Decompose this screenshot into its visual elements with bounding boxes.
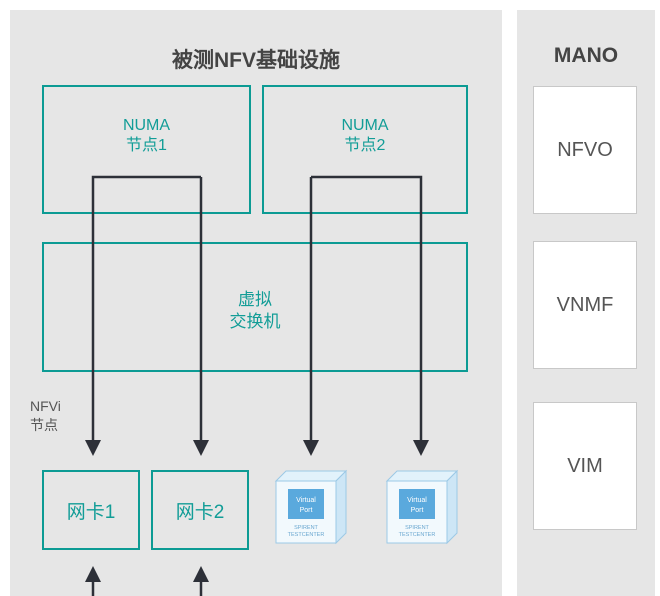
virtual-switch-label-line2: 交换机 xyxy=(229,312,281,331)
infrastructure-title: 被测NFV基础设施 xyxy=(172,49,340,72)
arrow-down-nic2 xyxy=(193,440,209,456)
numa-node-2-label-line2: 节点2 xyxy=(344,137,386,154)
arrow-down-nic1 xyxy=(85,440,101,456)
virtual-port-1: Virtual Port SPIRENT TESTCENTER xyxy=(274,469,348,545)
nic-2: 网卡2 xyxy=(151,470,249,550)
virtual-port-2: Virtual Port SPIRENT TESTCENTER xyxy=(385,469,459,545)
port-label-line1: Virtual xyxy=(296,497,316,504)
arrow-down-port2 xyxy=(413,440,429,456)
port-label-line2: Port xyxy=(300,507,313,514)
nfvi-label-line2: 节点 xyxy=(30,417,58,433)
numa-node-2: NUMA 节点2 xyxy=(262,85,468,214)
numa-node-1: NUMA 节点1 xyxy=(42,85,251,214)
port-brand-line1: SPIRENT xyxy=(405,525,429,531)
arrow-down-port1 xyxy=(303,440,319,456)
vim-box: VIM xyxy=(533,402,637,530)
virtual-switch-label-line1: 虚拟 xyxy=(238,290,272,309)
port-brand-line2: TESTCENTER xyxy=(399,532,436,538)
nfvi-node-label: NFVi 节点 xyxy=(30,397,61,435)
port-brand-line1: SPIRENT xyxy=(294,525,318,531)
port-screen xyxy=(288,489,324,519)
port-brand-line2: TESTCENTER xyxy=(288,532,325,538)
arrow-up-nic1 xyxy=(85,566,101,582)
port-screen xyxy=(399,489,435,519)
numa-node-1-label-line2: 节点1 xyxy=(126,137,167,154)
numa2-to-port2-wire xyxy=(311,175,423,440)
nfvi-label-line1: NFVi xyxy=(30,398,61,414)
arrow-up-nic2 xyxy=(193,566,209,582)
nfvo-box: NFVO xyxy=(533,86,637,214)
vnmf-box: VNMF xyxy=(533,241,637,369)
port-label-line1: Virtual xyxy=(407,497,427,504)
mano-title: MANO xyxy=(553,44,619,67)
numa1-to-nic1-wire xyxy=(91,175,201,440)
virtual-switch: 虚拟 交换机 xyxy=(42,242,468,372)
nic-1: 网卡1 xyxy=(42,470,140,550)
numa-node-1-label-line1: NUMA xyxy=(122,117,171,134)
numa-node-2-label-line1: NUMA xyxy=(341,117,389,134)
port-label-line2: Port xyxy=(411,507,424,514)
